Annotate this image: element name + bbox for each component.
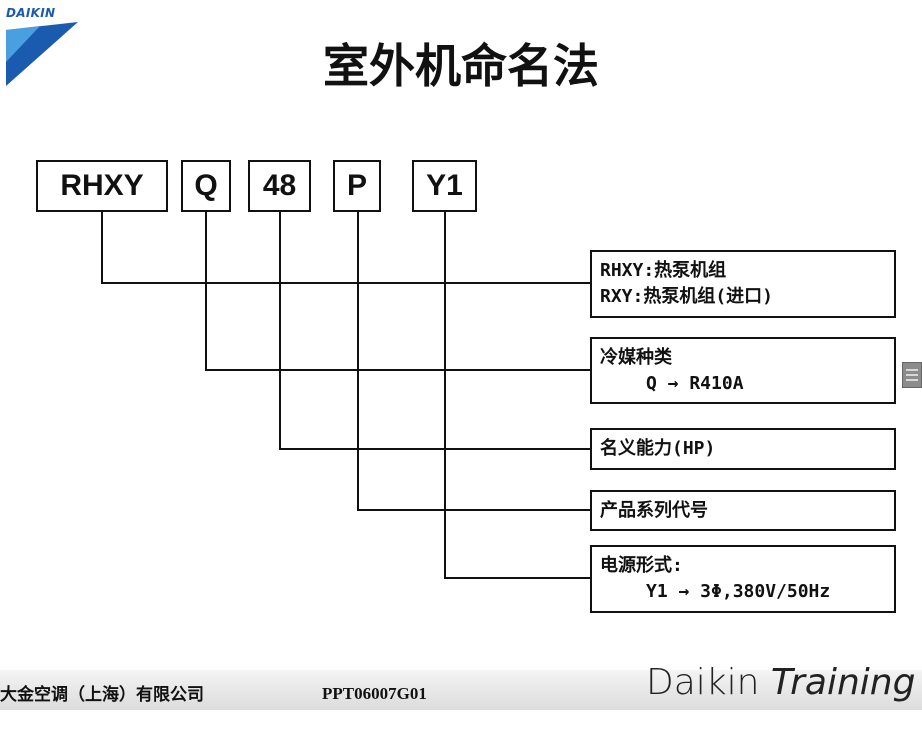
desc-refrigerant-line1: 冷媒种类 bbox=[600, 347, 672, 368]
desc-capacity: 名义能力(HP) bbox=[590, 428, 896, 470]
connector-capacity bbox=[279, 212, 592, 450]
desc-power: 电源形式: Y1 → 3Φ,380V/50Hz bbox=[590, 545, 896, 613]
code-power: Y1 bbox=[412, 160, 477, 212]
code-refrigerant: Q bbox=[181, 160, 231, 212]
desc-series: RHXY:热泵机组 RXY:热泵机组(进口) bbox=[590, 250, 896, 318]
grip-icon[interactable] bbox=[902, 362, 922, 388]
footer-bar bbox=[0, 670, 922, 710]
desc-power-line1: 电源形式: bbox=[600, 555, 683, 576]
logo-text: DAIKIN bbox=[6, 6, 56, 20]
footer-brand-training: Training bbox=[770, 662, 916, 703]
desc-refrigerant: 冷媒种类 Q → R410A bbox=[590, 337, 896, 404]
desc-capacity-line1: 名义能力(HP) bbox=[600, 438, 716, 459]
page-title: 室外机命名法 bbox=[323, 39, 599, 93]
daikin-logo: DAIKIN bbox=[0, 0, 80, 90]
footer-brand: Daikin Training bbox=[646, 662, 915, 703]
connector-series bbox=[101, 212, 592, 284]
code-product: P bbox=[333, 160, 381, 212]
desc-series-line1: RHXY:热泵机组 bbox=[600, 260, 727, 281]
footer-company: 大金空调（上海）有限公司 bbox=[0, 685, 204, 705]
connector-power bbox=[444, 212, 592, 579]
footer-brand-daikin: Daikin bbox=[646, 662, 760, 703]
connector-refrigerant bbox=[205, 212, 592, 371]
desc-series-line2: RXY:热泵机组(进口) bbox=[600, 286, 774, 307]
code-capacity: 48 bbox=[248, 160, 311, 212]
desc-product: 产品系列代号 bbox=[590, 490, 896, 531]
desc-refrigerant-line2: Q → R410A bbox=[646, 373, 744, 394]
footer-document-code: PPT06007G01 bbox=[322, 684, 427, 703]
code-series: RHXY bbox=[36, 160, 168, 212]
desc-product-line1: 产品系列代号 bbox=[600, 500, 708, 521]
desc-power-line2: Y1 → 3Φ,380V/50Hz bbox=[646, 581, 831, 602]
connector-product bbox=[357, 212, 592, 511]
logo-triangle-icon bbox=[6, 22, 78, 86]
